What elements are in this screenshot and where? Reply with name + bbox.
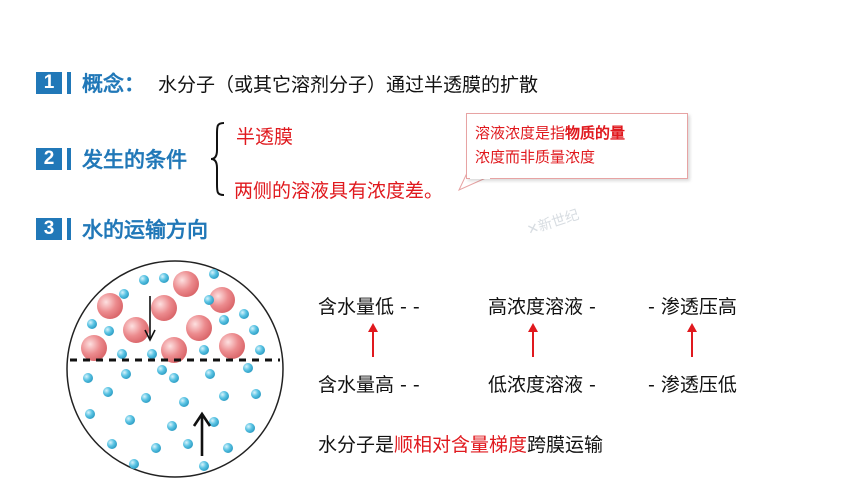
condition-semipermeable: 半透膜 — [236, 126, 294, 148]
summary-highlight: 顺相对含量梯度 — [394, 434, 528, 456]
bottom-label-osmotic-low: - 渗透压低 — [648, 374, 737, 396]
section-3-number: 3 — [36, 218, 62, 240]
callout-line-1: 溶液浓度是指物质的量 — [475, 122, 625, 143]
top-label-osmotic-high: - 渗透压高 — [648, 296, 737, 318]
red-arrow-3-icon — [687, 323, 697, 357]
section-3-bar — [67, 218, 71, 240]
callout-line-1-prefix: 溶液浓度是指 — [475, 124, 566, 142]
bottom-label-water-high: 含水量高 - - — [318, 374, 420, 396]
red-arrow-2-icon — [528, 323, 538, 357]
summary-prefix: 水分子是 — [318, 434, 395, 456]
section-2-bar — [67, 148, 71, 170]
arrow-up-icon — [192, 411, 212, 456]
section-2-title: 发生的条件 — [82, 148, 187, 172]
osmosis-diagram — [66, 260, 284, 478]
section-1-number: 1 — [36, 72, 62, 94]
section-1-bar — [67, 72, 71, 94]
watermark: ✕新世纪 — [524, 204, 581, 240]
section-2-number: 2 — [36, 148, 62, 170]
callout-top-cover — [470, 176, 490, 179]
section-1-text: 水分子（或其它溶剂分子）通过半透膜的扩散 — [158, 74, 539, 96]
callout-note: 溶液浓度是指物质的量 浓度而非质量浓度 — [466, 113, 688, 179]
section-3-title: 水的运输方向 — [82, 218, 208, 242]
callout-line-2: 浓度而非质量浓度 — [475, 148, 596, 166]
top-label-water-low: 含水量低 - - — [318, 296, 420, 318]
watermark-text: 新世纪 — [536, 207, 582, 236]
section-1-title: 概念： — [82, 72, 145, 96]
red-arrow-1-icon — [368, 323, 378, 357]
brace-icon — [210, 122, 225, 196]
container-circle — [66, 260, 284, 478]
water-molecules-lower — [83, 363, 261, 471]
solute-particles — [81, 271, 245, 363]
water-molecules-upper — [87, 269, 265, 359]
condition-concentration-diff: 两侧的溶液具有浓度差。 — [234, 180, 444, 202]
arrow-down-icon — [144, 296, 156, 342]
bottom-label-low-conc: 低浓度溶液 - — [488, 374, 596, 396]
callout-line-1-bold: 物质的量 — [565, 124, 626, 142]
summary-sentence: 水分子是顺相对含量梯度跨膜运输 — [318, 430, 603, 457]
top-label-high-conc: 高浓度溶液 - — [488, 296, 596, 318]
summary-suffix: 跨膜运输 — [527, 434, 604, 456]
